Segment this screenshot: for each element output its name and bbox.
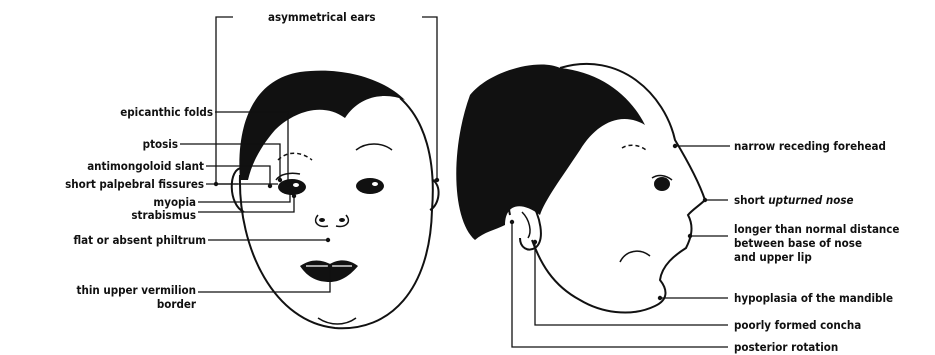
label-epicanthic-folds: epicanthic folds <box>120 105 213 119</box>
label-flat-philtrum: flat or absent philtrum <box>73 233 206 247</box>
label-narrow-forehead: narrow receding forehead <box>734 139 886 153</box>
label-poorly-formed-concha: poorly formed concha <box>734 318 861 332</box>
front-mouth <box>300 260 358 282</box>
label-longer-distance-3: and upper lip <box>734 250 812 264</box>
label-ptosis: ptosis <box>143 137 178 151</box>
leader-posterior <box>512 222 728 347</box>
label-strabismus: strabismus <box>131 208 196 222</box>
side-hair <box>456 64 645 240</box>
label-short-palpebral-fissures: short palpebral fissures <box>65 177 204 191</box>
label-hypoplasia-mandible: hypoplasia of the mandible <box>734 291 893 305</box>
leader-myopia <box>198 192 290 202</box>
label-myopia: myopia <box>153 195 196 209</box>
front-right-eye <box>356 178 384 194</box>
front-chin-fold <box>318 318 356 324</box>
front-right-brow <box>356 144 392 150</box>
side-brow <box>622 145 646 150</box>
label-longer-distance-1: longer than normal distance <box>734 222 899 236</box>
front-right-ear <box>430 180 439 210</box>
front-left-brow <box>278 153 312 160</box>
front-hair <box>239 71 405 180</box>
label-upturned-nose: upturned nose <box>768 193 853 207</box>
label-thin-upper-vermilion: thin upper vermilion <box>77 283 196 297</box>
leader-strabismus <box>198 196 294 212</box>
label-longer-distance-2: between base of nose <box>734 236 862 250</box>
side-eye <box>654 177 670 191</box>
label-short-prefix: short <box>734 193 768 207</box>
label-antimongoloid-slant: antimongoloid slant <box>87 159 204 173</box>
label-border: border <box>157 297 196 311</box>
leader-lines <box>180 17 730 347</box>
label-asymmetrical-ears: asymmetrical ears <box>268 10 376 24</box>
label-posterior-rotation: posterior rotation <box>734 340 838 354</box>
label-short-upturned-nose: short upturned nose <box>734 193 854 207</box>
